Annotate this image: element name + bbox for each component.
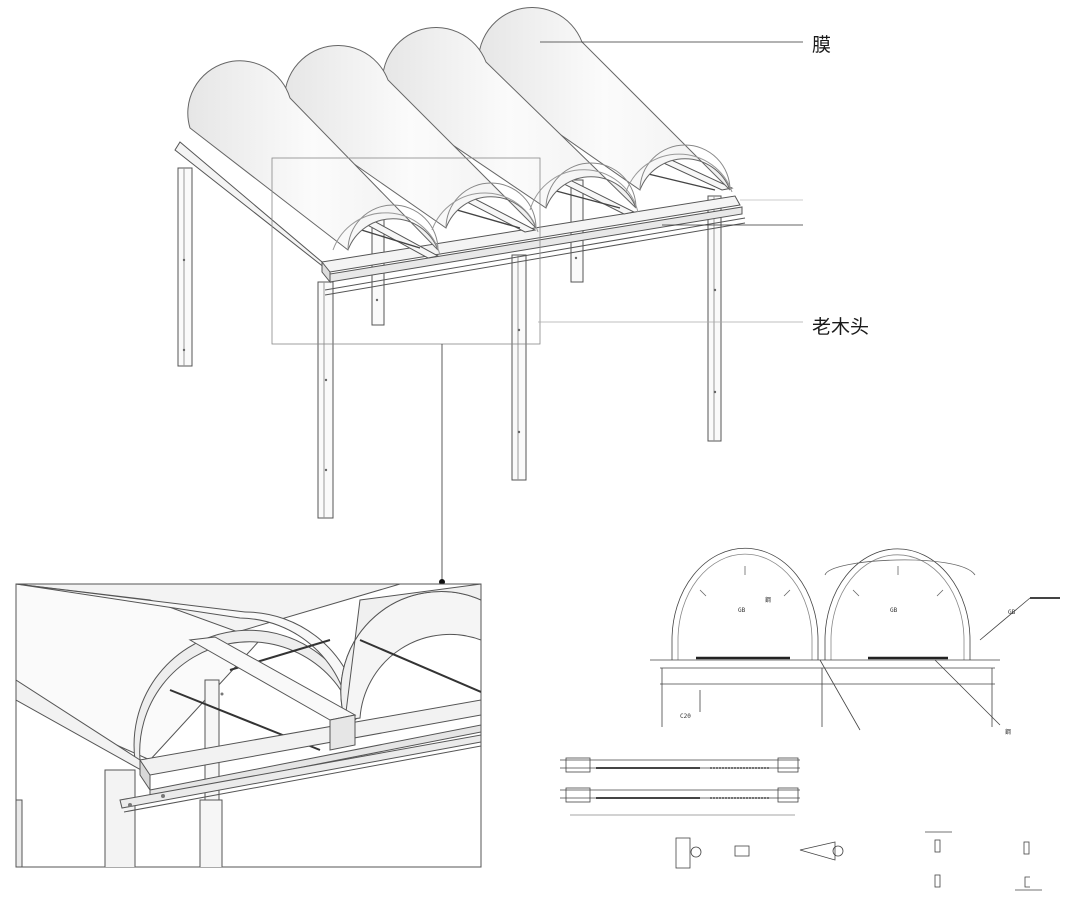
detail-callout-box (271, 157, 541, 345)
membrane-vaults (187, 7, 733, 256)
vault-2 (284, 45, 537, 229)
roof-frame (174, 141, 746, 296)
svg-text:GB: GB (890, 607, 898, 614)
svg-text:鋼: 鋼 (765, 596, 771, 604)
vault-1 (187, 60, 439, 251)
membrane-label: 膜 (812, 34, 832, 56)
svg-text:GB: GB (738, 607, 746, 614)
post-bolts (182, 256, 717, 472)
svg-text:GB: GB (1008, 609, 1016, 616)
tie-rods (354, 171, 716, 249)
vault-3 (382, 27, 637, 209)
section-drawing: GB 鋼 GB GB C20 鋼 (650, 547, 1060, 736)
connection-details (675, 831, 1042, 891)
detail-enlargement (15, 583, 482, 868)
svg-text:C20: C20 (680, 713, 691, 720)
svg-text:鋼: 鋼 (1005, 728, 1011, 736)
old-wood-label: 老木头 (812, 316, 870, 338)
vault-4 (478, 7, 731, 191)
front-posts (317, 254, 527, 519)
rod-elevation-drawings (560, 757, 800, 816)
axonometric-view (174, 7, 888, 585)
